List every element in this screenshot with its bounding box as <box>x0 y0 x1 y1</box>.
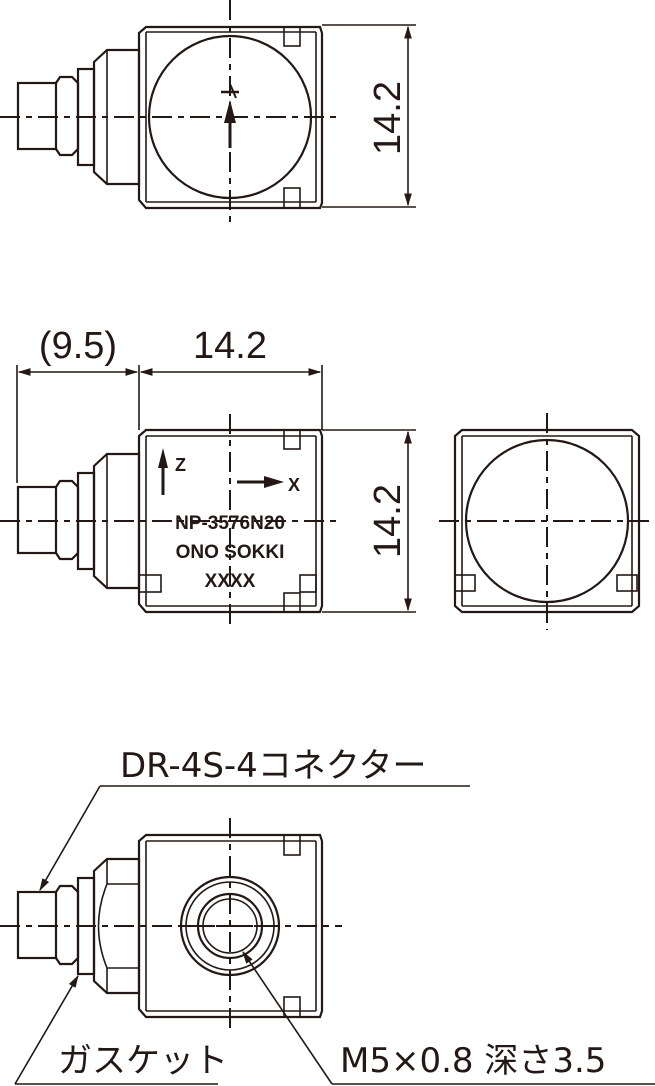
front-height-dimension: 14.2 <box>322 429 416 613</box>
gasket-leader: ガスケット <box>14 974 228 1085</box>
thread-leader: M5×0.8 深さ3.5 <box>242 950 655 1085</box>
top-height-dim-text: 14.2 <box>367 81 409 155</box>
serial-marking: XXXX <box>205 571 256 592</box>
model-marking: NP-3576N20 <box>175 513 285 534</box>
z-axis-label: Z <box>175 455 186 475</box>
side-view <box>439 413 655 630</box>
connector-leader: DR-4S-4コネクター <box>39 746 470 892</box>
connector-label: DR-4S-4コネクター <box>120 746 426 786</box>
body-width-dim-text: 14.2 <box>193 325 267 367</box>
x-axis-label: X <box>288 475 300 495</box>
front-height-dim-text: 14.2 <box>367 484 409 558</box>
maker-marking: ONO SOKKI <box>176 542 285 563</box>
connector-length-dim-text: (9.5) <box>39 325 117 367</box>
z-axis-arrow-icon <box>158 448 168 495</box>
sensing-axis-arrow-icon <box>221 83 239 148</box>
top-view: 14.2 <box>0 0 416 222</box>
bottom-view: DR-4S-4コネクター ガスケット M5×0.8 深さ3.5 <box>0 746 655 1085</box>
thread-label: M5×0.8 深さ3.5 <box>340 1041 606 1081</box>
top-height-dimension: 14.2 <box>322 24 416 208</box>
x-axis-arrow-icon <box>237 476 284 488</box>
gasket-label: ガスケット <box>58 1041 228 1081</box>
front-width-dimensions: (9.5) 14.2 <box>16 325 323 483</box>
front-view: (9.5) 14.2 Z <box>0 325 416 630</box>
